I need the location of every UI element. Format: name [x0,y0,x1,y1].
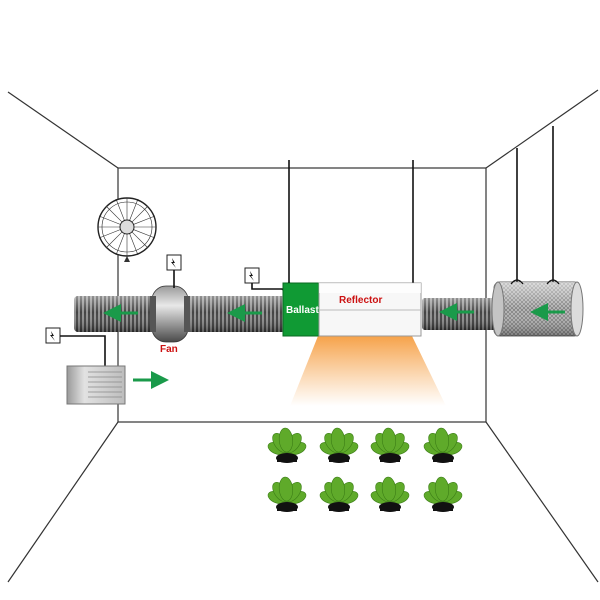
plant-pot-icon [423,427,463,463]
plant-pot-icon [319,427,359,463]
inline-fan [150,285,190,343]
plant-pot-icon [267,427,307,463]
reflector-label: Reflector [339,295,382,306]
air-conditioner-unit [66,365,126,405]
light-beam [290,336,446,406]
fan-label: Fan [160,344,178,355]
power-outlet-icon [166,254,182,288]
plant-pot-icon [370,427,410,463]
plant-grid [267,427,463,512]
wall-edge-bottom-left [7,421,119,583]
wall-edge-bottom-right [485,421,599,583]
airflow-arrow-icon [103,303,565,389]
power-outlet-icon [244,267,287,298]
carbon-filter-icon [491,279,584,337]
plant-pot-icon [423,476,463,512]
room-walls [7,89,599,583]
power-outlet-icon [45,327,106,366]
plant-pot-icon [370,476,410,512]
oscillating-fan-icon [97,197,157,262]
wall-edge-top-right [485,89,599,169]
plant-pot-icon [319,476,359,512]
back-wall [117,167,487,423]
plant-pot-icon [267,476,307,512]
reflector-hood [318,282,422,337]
wall-edge-top-left [7,91,119,169]
ballast-label: Ballast [286,305,319,316]
hanging-wires [288,126,554,283]
